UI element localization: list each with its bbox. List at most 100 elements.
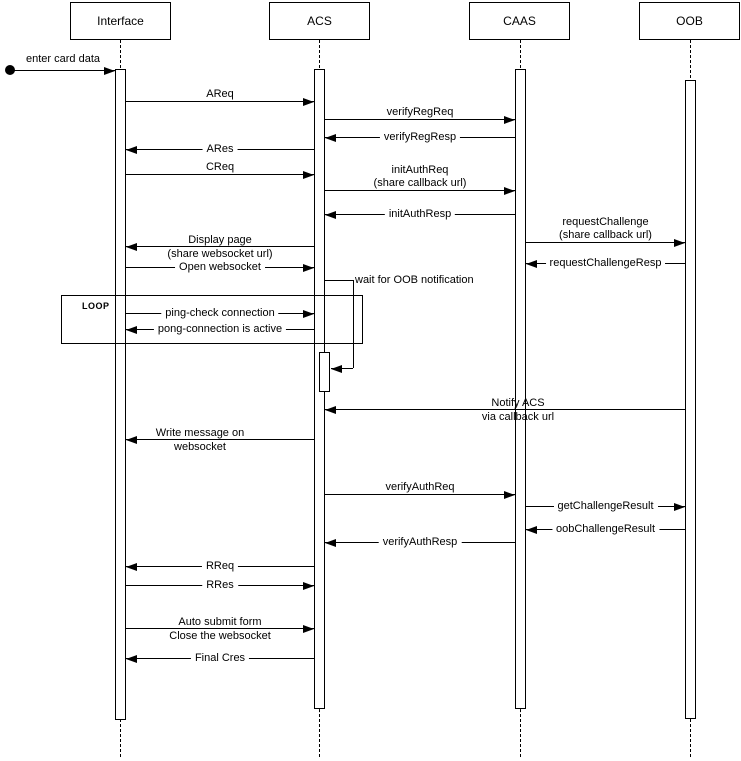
activation-caas bbox=[515, 69, 526, 709]
message-label: verifyRegReq bbox=[386, 106, 454, 118]
message-label-line2: (share websocket url) bbox=[167, 248, 273, 260]
message-label: Open websocket bbox=[175, 261, 265, 274]
arrowhead-icon bbox=[674, 503, 685, 511]
message-initauthresp: initAuthResp bbox=[325, 208, 515, 221]
message-label: CReq bbox=[205, 161, 235, 173]
message-label: RReq bbox=[201, 560, 239, 573]
arrowhead-icon bbox=[126, 655, 137, 663]
arrowhead-icon bbox=[325, 134, 336, 142]
activation-interface bbox=[115, 69, 126, 720]
arrowhead-icon bbox=[126, 146, 137, 154]
message-label: verifyAuthResp bbox=[378, 536, 462, 549]
message-label-line1: Auto submit form bbox=[178, 616, 262, 628]
message-label-line1: requestChallenge bbox=[562, 216, 649, 228]
message-label-line1: Display page bbox=[188, 234, 252, 246]
message-rres: RRes bbox=[126, 579, 314, 592]
arrowhead-icon bbox=[104, 67, 115, 75]
message-label: verifyRegResp bbox=[379, 131, 461, 144]
arrowhead-icon bbox=[331, 365, 342, 373]
participant-label: Interface bbox=[97, 14, 144, 28]
arrowhead-icon bbox=[674, 239, 685, 247]
message-requestchallenge: requestChallenge (share callback url) bbox=[526, 216, 685, 247]
message-label: requestChallenge (share callback url) bbox=[559, 216, 652, 242]
start-node bbox=[5, 65, 15, 75]
message-label: verifyAuthReq bbox=[385, 481, 455, 493]
participant-label: CAAS bbox=[503, 14, 536, 28]
message-open-websocket: Open websocket bbox=[126, 261, 314, 274]
message-ping-check: ping-check connection bbox=[126, 307, 314, 320]
message-requestchallengeresp: requestChallengeResp bbox=[526, 257, 685, 270]
arrowhead-icon bbox=[126, 326, 137, 334]
message-label: RRes bbox=[202, 579, 238, 592]
activation-oob bbox=[685, 80, 696, 719]
message-label-line1: Write message on bbox=[155, 427, 245, 439]
message-label: Auto submit form Close the websocket bbox=[169, 615, 271, 643]
message-oobchallengeresult: oobChallengeResult bbox=[526, 523, 685, 536]
arrowhead-icon bbox=[325, 539, 336, 547]
participant-oob: OOB bbox=[639, 2, 740, 40]
message-label: Final Cres bbox=[190, 652, 250, 665]
message-areq: AReq bbox=[126, 88, 314, 106]
message-label-line1: Notify ACS bbox=[491, 397, 545, 409]
message-label: Write message on websocket bbox=[156, 426, 244, 454]
activation-acs-nested bbox=[319, 352, 330, 392]
message-label-line2: (share callback url) bbox=[559, 229, 652, 241]
message-auto-submit: Auto submit form Close the websocket bbox=[126, 616, 314, 642]
loop-label: LOOP bbox=[82, 301, 110, 311]
message-pong: pong-connection is active bbox=[126, 323, 314, 336]
arrowhead-icon bbox=[325, 406, 336, 414]
message-label: ARes bbox=[202, 143, 238, 156]
arrowhead-icon bbox=[303, 98, 314, 106]
start-message-label: enter card data bbox=[26, 53, 100, 65]
participant-acs: ACS bbox=[269, 2, 370, 40]
message-label: AReq bbox=[206, 88, 234, 100]
self-message-line-top bbox=[325, 280, 353, 281]
message-label-line2: via callback url bbox=[481, 411, 555, 423]
arrowhead-icon bbox=[303, 582, 314, 590]
arrowhead-icon bbox=[303, 264, 314, 272]
arrowhead-icon bbox=[126, 563, 137, 571]
message-verifyregreq: verifyRegReq bbox=[325, 106, 515, 124]
message-rreq: RReq bbox=[126, 560, 314, 573]
self-message-label: wait for OOB notification bbox=[355, 274, 474, 286]
message-enter-card-data bbox=[14, 67, 115, 75]
arrowhead-icon bbox=[526, 260, 537, 268]
participant-label: ACS bbox=[307, 14, 332, 28]
arrowhead-icon bbox=[126, 243, 137, 251]
message-label: oobChallengeResult bbox=[551, 523, 660, 536]
arrowhead-icon bbox=[303, 310, 314, 318]
loop-frame: LOOP bbox=[61, 295, 363, 344]
message-label-line1: initAuthReq bbox=[391, 164, 449, 176]
message-label: pong-connection is active bbox=[153, 323, 287, 336]
message-ares: ARes bbox=[126, 143, 314, 156]
message-display-page: Display page (share websocket url) bbox=[126, 234, 314, 260]
message-label-line2: (share callback url) bbox=[373, 177, 467, 189]
participant-caas: CAAS bbox=[469, 2, 570, 40]
message-label: ping-check connection bbox=[161, 307, 279, 320]
message-verifyauthresp: verifyAuthResp bbox=[325, 536, 515, 549]
message-label: initAuthResp bbox=[384, 208, 456, 221]
arrowhead-icon bbox=[126, 436, 137, 444]
message-notify-acs: Notify ACS via callback url bbox=[325, 397, 685, 423]
message-creq: CReq bbox=[126, 161, 314, 179]
self-message-line-return bbox=[331, 365, 353, 373]
message-getchallengeresult: getChallengeResult bbox=[526, 500, 685, 513]
message-verifyauthreq: verifyAuthReq bbox=[325, 481, 515, 499]
message-initauthreq: initAuthReq (share callback url) bbox=[325, 164, 515, 195]
message-final-cres: Final Cres bbox=[126, 652, 314, 665]
message-label: getChallengeResult bbox=[553, 500, 658, 513]
message-label-line2: websocket bbox=[174, 441, 226, 453]
participant-interface: Interface bbox=[70, 2, 171, 40]
message-label: Display page (share websocket url) bbox=[167, 233, 272, 261]
message-write-message: Write message on websocket bbox=[126, 427, 314, 453]
arrowhead-icon bbox=[504, 187, 515, 195]
message-label-line2: Close the websocket bbox=[169, 630, 271, 642]
message-label: requestChallengeResp bbox=[545, 257, 666, 270]
self-message-line-vertical bbox=[353, 280, 354, 368]
arrowhead-icon bbox=[504, 491, 515, 499]
arrowhead-icon bbox=[325, 211, 336, 219]
message-label: initAuthReq (share callback url) bbox=[374, 164, 467, 190]
arrowhead-icon bbox=[526, 526, 537, 534]
participant-label: OOB bbox=[676, 14, 703, 28]
